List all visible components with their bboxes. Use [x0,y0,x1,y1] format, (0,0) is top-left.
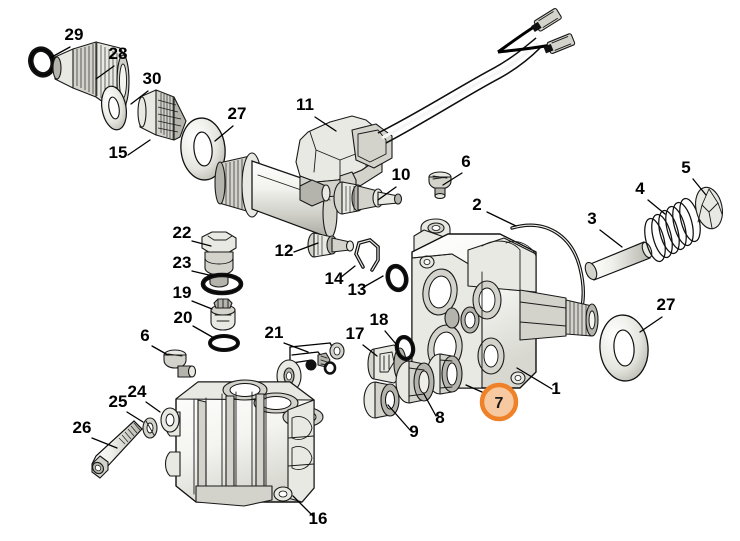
callout-number-19: 19 [173,283,192,302]
part-9-seal-ring-outer [363,381,400,419]
part-15-barbed-fitting [137,89,187,141]
callout-number-11: 11 [296,95,314,114]
part-3-dowel-pin [584,241,653,281]
leader-line-15 [127,139,151,156]
part-18-o-ring [394,335,416,361]
leader-line-13 [361,275,384,289]
callout-number-13: 13 [348,280,367,299]
callout-number-25: 25 [109,392,128,411]
callout-number-26: 26 [73,418,92,437]
callout-numbers: 1234566891011121314151617181920212223242… [65,25,691,528]
callout-number-10: 10 [392,165,411,184]
callout-number-17: 17 [346,324,365,343]
leader-line-23 [191,270,214,277]
leader-line-27 [214,125,234,142]
callout-number-1: 1 [551,379,560,398]
part-4-coil-spring [644,197,701,263]
highlight-callout-7[interactable]: 7 [479,382,519,422]
leader-line-8 [423,393,437,417]
leader-line-11 [314,116,337,132]
leader-line-29 [49,46,71,59]
part-10-valve-cartridge [333,181,403,215]
callout-number-15: 15 [109,143,128,162]
callout-number-29: 29 [65,25,84,44]
leader-line-6 [151,345,169,356]
callout-number-23: 23 [173,253,192,272]
leader-line-30 [130,90,149,105]
leader-line-9 [387,404,411,431]
part-28-coupling-nut [52,41,130,115]
callout-number-27: 27 [228,104,247,123]
callout-number-9: 9 [409,422,418,441]
callout-number-2: 2 [472,195,481,214]
callout-number-24: 24 [128,382,147,401]
callout-number-20: 20 [174,308,193,327]
part-8-seal-ring [395,360,435,404]
callout-number-21: 21 [265,323,284,342]
part-5-spring-retainer [695,186,723,230]
leader-line-26 [91,437,118,449]
leader-line-6 [442,172,463,186]
leader-line-22 [191,240,212,247]
part-19-valve-insert [210,298,236,331]
leader-line-7 [465,384,483,393]
callout-number-6: 6 [461,152,470,171]
part-6-screw-upper [428,171,452,199]
cable-harness [377,8,576,144]
part-30-washer [100,85,128,131]
part-29-o-ring [28,46,56,78]
leader-line-5 [692,178,707,196]
callout-number-22: 22 [173,223,192,242]
callout-number-8: 8 [435,408,444,427]
callout-number-14: 14 [325,269,344,288]
callout-number-12: 12 [275,241,294,260]
leader-line-19 [191,300,213,310]
part-27-ring-spacer-left [180,117,226,181]
part-26-socket-head-bolt [91,420,143,479]
leader-line-2 [486,211,517,227]
leader-line-27 [639,316,663,333]
part-20-o-ring-small [208,334,240,352]
part-1-pump-body [411,218,599,389]
callout-number-28: 28 [109,44,128,63]
callout-number-5: 5 [681,158,690,177]
leader-line-12 [293,242,319,253]
leader-line-14 [339,265,356,279]
part-6-screw-lower [163,349,197,378]
leader-line-10 [377,186,397,201]
part-12-lower-cartridge [307,232,355,258]
part-25-lock-washer [142,417,158,439]
leader-line-25 [126,411,144,423]
callout-number-3: 3 [587,209,596,228]
leader-line-17 [362,344,378,357]
part-23-o-ring [200,272,244,296]
leader-line-4 [647,199,666,215]
leader-line-18 [384,330,397,345]
leader-lines [49,46,707,518]
part-12-cylinder-shaft [214,152,338,239]
callout-number-18: 18 [370,310,389,329]
part-27-ring-spacer-right [599,314,649,382]
leader-line-16 [292,495,315,518]
leader-line-21 [283,342,309,353]
leader-line-28 [95,65,115,80]
callout-number-30: 30 [143,69,162,88]
part-16-manifold-block [164,379,324,507]
part-24-flat-washer [160,407,180,433]
leader-line-20 [192,325,215,339]
leader-line-3 [599,229,623,248]
callout-number-6: 6 [140,326,149,345]
highlight-label: 7 [495,395,504,412]
part-14-retaining-clip [354,238,380,272]
part-13-o-ring [385,263,409,293]
leader-line-24 [145,401,161,413]
callout-number-4: 4 [635,179,645,198]
leader-line-1 [516,367,553,390]
callout-number-16: 16 [309,509,328,528]
callout-number-27: 27 [657,295,676,314]
